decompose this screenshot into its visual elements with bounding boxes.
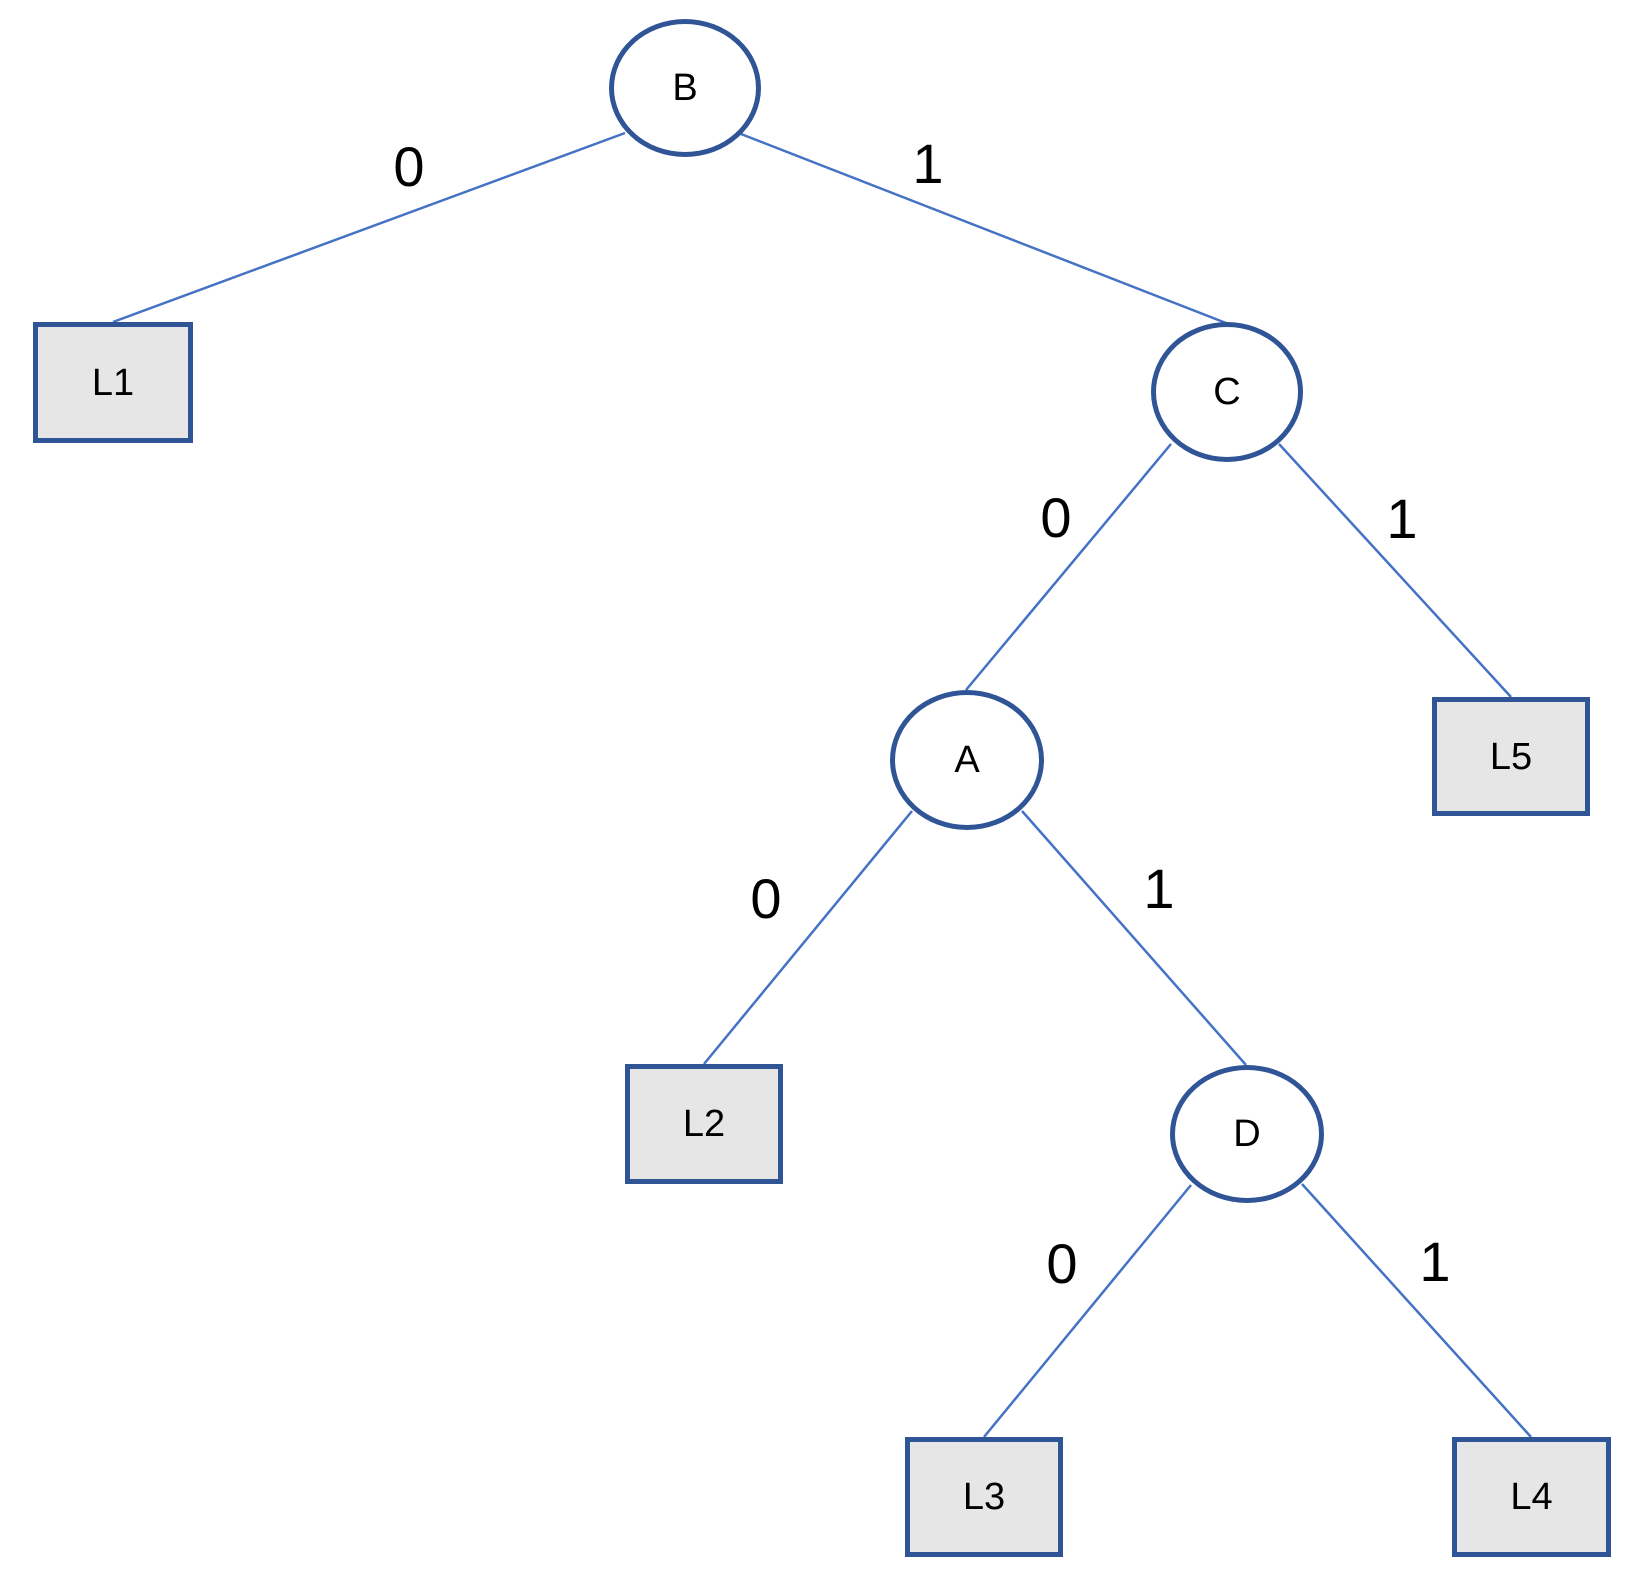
leaf-node-L1: L1 bbox=[33, 322, 193, 443]
leaf-node-L5: L5 bbox=[1432, 697, 1590, 816]
node-label-D: D bbox=[1233, 1113, 1261, 1155]
edge-B-L1 bbox=[112, 131, 626, 324]
node-label-C: C bbox=[1213, 371, 1241, 413]
edge-A-L2 bbox=[703, 810, 913, 1065]
edge-label-C-A: 0 bbox=[1040, 486, 1072, 549]
tree-node-C: C bbox=[1151, 322, 1303, 462]
node-label-L2: L2 bbox=[682, 1103, 726, 1145]
edge-D-L4 bbox=[1301, 1183, 1532, 1438]
tree-node-A: A bbox=[890, 690, 1044, 830]
edge-label-A-D: 1 bbox=[1143, 857, 1175, 920]
leaf-node-L3: L3 bbox=[905, 1437, 1063, 1557]
edge-B-C bbox=[740, 132, 1227, 325]
edge-label-D-L3: 0 bbox=[1046, 1232, 1078, 1295]
node-label-A: A bbox=[954, 739, 980, 781]
edge-C-L5 bbox=[1278, 443, 1512, 698]
edge-C-A bbox=[965, 443, 1172, 691]
edge-label-D-L4: 1 bbox=[1419, 1230, 1451, 1293]
edge-label-C-L5: 1 bbox=[1386, 487, 1418, 550]
edge-label-B-L1: 0 bbox=[393, 135, 425, 198]
edge-label-B-C: 1 bbox=[912, 132, 944, 195]
tree-node-B: B bbox=[609, 19, 761, 157]
leaf-node-L4: L4 bbox=[1452, 1437, 1611, 1557]
node-label-L1: L1 bbox=[91, 361, 135, 404]
node-label-L3: L3 bbox=[962, 1476, 1006, 1518]
leaf-node-L2: L2 bbox=[625, 1064, 783, 1184]
edge-A-D bbox=[1021, 810, 1247, 1066]
tree-node-D: D bbox=[1170, 1065, 1324, 1203]
node-label-L4: L4 bbox=[1510, 1476, 1553, 1518]
edge-D-L3 bbox=[983, 1184, 1192, 1438]
edge-label-A-L2: 0 bbox=[750, 867, 782, 930]
node-label-L5: L5 bbox=[1489, 735, 1533, 778]
node-label-B: B bbox=[672, 67, 698, 109]
